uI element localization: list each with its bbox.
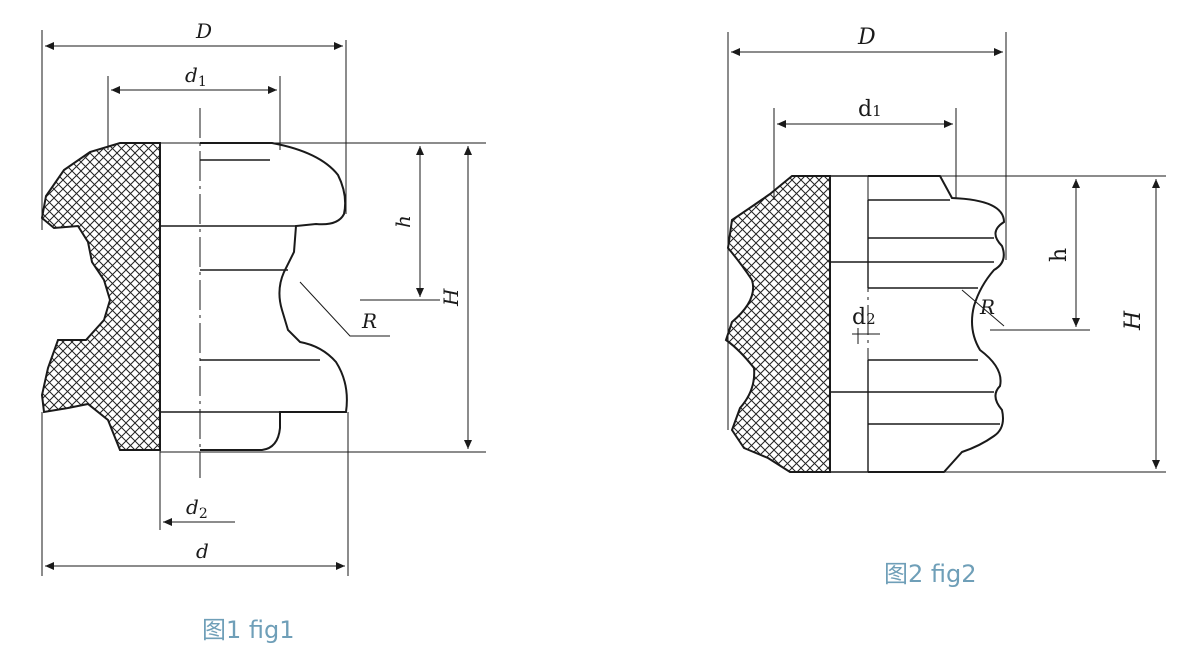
fig1-R-leader	[299, 281, 390, 337]
fig1-label-D: D	[195, 19, 212, 43]
figure-2: D d1 h H d2 R 图2 fig2	[724, 25, 1166, 588]
fig2-label-H: H	[1121, 310, 1146, 331]
fig2-cross-section	[724, 175, 831, 473]
fig1-label-H: H	[439, 288, 463, 307]
figure-1: D d1 h H R d2 d 图1 fig1	[40, 19, 486, 644]
fig1-outline	[200, 142, 348, 451]
fig1-label-d2: d2	[186, 495, 208, 522]
fig2-label-h: h	[1047, 248, 1072, 262]
fig2-label-d2: d2	[852, 305, 876, 330]
fig2-caption: 图2 fig2	[884, 560, 977, 588]
fig2-R-leader	[961, 289, 1005, 327]
fig2-label-D: D	[857, 25, 876, 50]
fig1-cross-section	[40, 142, 161, 451]
fig1-label-h: h	[391, 215, 415, 228]
fig2-label-R: R	[979, 295, 995, 319]
fig2-label-d1: d1	[858, 97, 882, 122]
fig1-label-d1: d1	[185, 63, 207, 90]
fig2-outline	[868, 175, 1006, 473]
fig1-caption: 图1 fig1	[202, 616, 295, 644]
fig1-label-d: d	[196, 539, 209, 563]
fig1-label-R: R	[361, 309, 377, 333]
